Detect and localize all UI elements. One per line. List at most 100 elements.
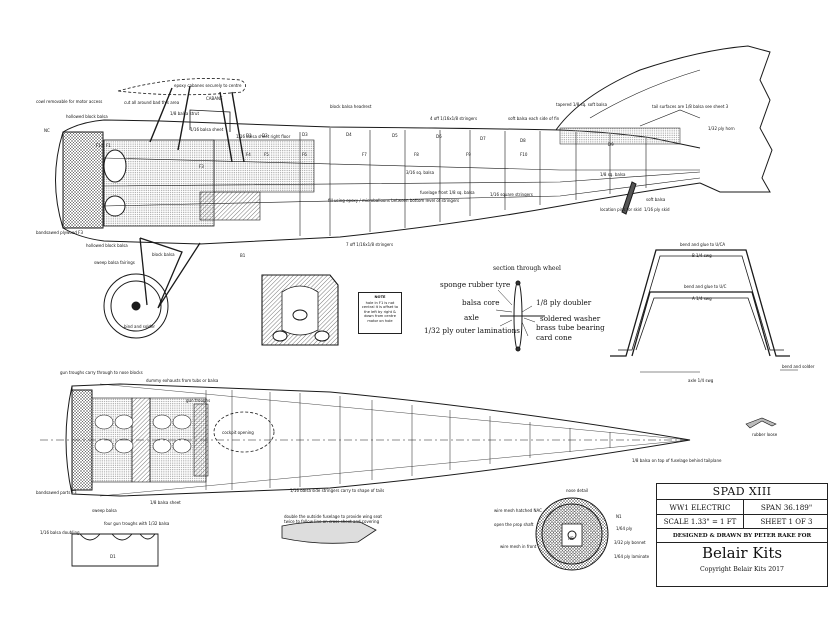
label-d4: D4	[346, 132, 352, 137]
ll-label-four-gun: four gun troughs with 1/32 balsa	[104, 521, 170, 526]
top-wing-outline	[117, 78, 246, 96]
undercarriage-legs	[139, 237, 201, 309]
wheel-label-washer: soldered washer	[540, 314, 601, 323]
wheel-label-sponge: sponge rubber tyre	[440, 280, 511, 289]
fuselage-bottom-line	[62, 182, 701, 245]
label-bind-solder: bind and solder	[124, 324, 156, 329]
note-title: NOTE	[374, 295, 386, 299]
label-d1: D1	[246, 133, 252, 138]
company-row: Belair Kits	[657, 543, 827, 563]
plan-view	[40, 383, 691, 497]
fin-outline	[555, 45, 773, 193]
plan-label-balsa-sheet: 1/8 balsa sheet	[150, 500, 181, 505]
label-soft-balsa: soft balsa each side of fin	[508, 116, 560, 121]
cockpit-opening-outline	[213, 411, 275, 453]
motor-mount-detail	[261, 274, 339, 346]
label-d7: D7	[480, 136, 486, 141]
label-b1: B1	[240, 253, 246, 258]
copyright: Copyright Belair Kits 2017	[699, 566, 784, 573]
label-d5: D5	[392, 133, 398, 138]
copyright-row: Copyright Belair Kits 2017	[657, 563, 827, 576]
label-soft-balsa-2: soft balsa	[646, 197, 666, 202]
wheel-label-card: card cone	[536, 333, 572, 342]
label-stringers-bottom: 7 off 1/16x1/8 stringers	[346, 242, 394, 247]
wheel-label-brass: brass tube bearing	[536, 323, 605, 332]
fin-inner	[589, 69, 701, 127]
side-view	[55, 45, 773, 339]
main-wheel	[103, 273, 169, 339]
uc-label-bend-top: bend and glue to U/CA	[680, 242, 726, 247]
label-hollowed-block: hollowed block balsa	[66, 114, 108, 119]
nose-label-mesh: wire mesh in front	[500, 544, 537, 549]
nose-block	[62, 131, 104, 229]
label-epoxy: epoxy cabanes securely to centre	[174, 83, 242, 88]
label-f1: F1	[106, 143, 111, 148]
designer-credit: DESIGNED & DRAWN BY PETER RAKE FOR	[672, 532, 812, 539]
model-subtitle: WW1 ELECTRIC	[669, 502, 731, 512]
plan-label-side-stringers: 1/16 balsa side stringers carry to shape…	[290, 488, 385, 493]
uc-label-a-wire: A 1/4 swg	[692, 296, 712, 301]
wingspan: SPAN 36.189"	[743, 500, 829, 514]
label-f9: F9	[466, 152, 471, 157]
label-f3: F3	[199, 164, 204, 169]
label-cabane: CABANE	[206, 96, 223, 101]
nose-label-title: nose detail	[566, 488, 589, 493]
label-tail-surfaces: tail surfaces are 1/8 balsa see sheet 3	[652, 104, 729, 109]
label-headrest: block balsa headrest	[330, 104, 372, 109]
wheel-label-ply-doubler: 1/8 ply doubler	[536, 298, 592, 307]
uc-label-bend-solder: bend and solder	[782, 364, 815, 369]
plan-label-cockpit: cockpit opening	[222, 430, 254, 435]
note-text: hole in F1 is not central it is offset t…	[361, 300, 399, 323]
ll-label-d: D1	[110, 554, 116, 559]
label-fuselage-front: fuselage front 1/8 sq. balsa	[420, 190, 475, 195]
plan-label-sweep: sweep balsa	[92, 508, 117, 513]
title-row: SPAD XIII	[657, 484, 827, 500]
uc-label-axle-wire: axle 1/4 swg	[688, 378, 714, 383]
ll-label-double-fillet: double the outside fuselage to provide w…	[284, 514, 382, 524]
label-cut-all-around: cut all around bad this area	[124, 100, 180, 105]
nose-label-band: wire mesh hatched NAC	[494, 508, 542, 513]
wheel-label-axle: axle	[464, 313, 479, 322]
plan-label-gun-troughs-b: gun troughs	[186, 398, 211, 403]
label-d3: D3	[302, 132, 308, 137]
label-hollowed-block-b: hollowed block balsa	[86, 243, 128, 248]
ll-label-doubler: 1/16 balsa doubling	[40, 530, 80, 535]
wheel-section-title: section through wheel	[493, 265, 561, 272]
label-d6: D6	[436, 134, 442, 139]
label-balsa-sheet-a: 1/16 balsa sheet	[190, 127, 224, 132]
label-block-balsa: block balsa	[152, 252, 175, 257]
company-name: Belair Kits	[701, 544, 783, 562]
wheel-section-drawing	[495, 280, 545, 352]
uc-label-bend-mid: bend and glue to U/C	[684, 284, 727, 289]
label-stringers-top: 4 off 1/16x1/8 stringers	[430, 116, 478, 121]
nose-label-nb: NB	[568, 536, 574, 541]
plan-label-bandsawed: bandsawed parts F3	[36, 490, 77, 495]
plan-label-top-fuselage: 1/8 balsa on top of fuselage behind tail…	[632, 458, 722, 463]
label-f6: F6	[302, 152, 307, 157]
label-ply-horn: 1/32 ply horn	[708, 126, 735, 131]
label-d9: D9	[608, 142, 614, 147]
tail-skid	[621, 181, 637, 215]
label-f10: F10	[520, 152, 528, 157]
uc-label-b-wire: B 1/4 swg	[692, 253, 712, 258]
motor-offset-note: NOTE hole in F1 is not central it is off…	[358, 292, 402, 334]
label-f5: F5	[264, 152, 269, 157]
label-d8: D8	[520, 138, 526, 143]
scale-row: SCALE 1.33" = 1 FT SHEET 1 OF 3	[657, 515, 827, 529]
plan-label-gun-troughs: gun troughs carry through to nose blocks	[60, 370, 143, 375]
label-balsa-strut: 1/8 balsa strut	[170, 111, 200, 116]
fuel-tank-outline	[103, 149, 127, 183]
label-f8: F8	[414, 152, 419, 157]
label-cross-stringers: 1/16 square stringers	[490, 192, 533, 197]
label-f4: F4	[246, 152, 251, 157]
label-fill-epoxy: fill using epoxy / microballoons between…	[328, 198, 460, 203]
nose-label-cowl: 1/64 ply laminate	[614, 554, 650, 559]
wheel-label-balsa-core: balsa core	[462, 298, 500, 307]
label-firewall: bandsawed plywood F3	[36, 230, 83, 235]
designer-row: DESIGNED & DRAWN BY PETER RAKE FOR	[657, 529, 827, 543]
label-d2: D2	[262, 133, 268, 138]
title-block: SPAD XIII WW1 ELECTRIC SPAN 36.189" SCAL…	[656, 483, 828, 587]
label-sheet-2: 1/8 sq. balsa	[600, 172, 626, 177]
label-f7: F7	[362, 152, 367, 157]
